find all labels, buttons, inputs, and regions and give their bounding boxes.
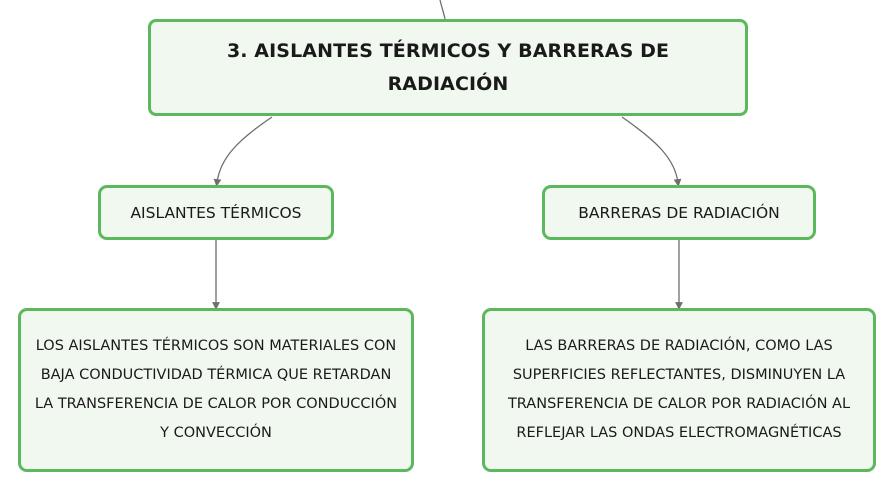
connector-parent-to-main xyxy=(439,0,446,20)
connector-main-to-aislantes xyxy=(213,116,273,187)
connector-main-to-barreras xyxy=(621,116,682,187)
aislantes-termicos-label: AISLANTES TÉRMICOS xyxy=(130,203,302,222)
barreras-description-text: LAS BARRERAS DE RADIACIÓN, COMO LAS SUPE… xyxy=(507,338,851,441)
main-topic-label: 3. AISLANTES TÉRMICOS Y BARRERAS DE RADI… xyxy=(226,39,670,95)
barreras-description-node[interactable]: LAS BARRERAS DE RADIACIÓN, COMO LAS SUPE… xyxy=(482,308,876,472)
barreras-radiacion-label: BARRERAS DE RADIACIÓN xyxy=(578,203,780,222)
main-topic-node[interactable]: 3. AISLANTES TÉRMICOS Y BARRERAS DE RADI… xyxy=(148,19,748,116)
aislantes-termicos-node[interactable]: AISLANTES TÉRMICOS xyxy=(98,185,334,240)
aislantes-description-node[interactable]: LOS AISLANTES TÉRMICOS SON MATERIALES CO… xyxy=(18,308,414,472)
barreras-radiacion-node[interactable]: BARRERAS DE RADIACIÓN xyxy=(542,185,816,240)
aislantes-description-text: LOS AISLANTES TÉRMICOS SON MATERIALES CO… xyxy=(34,338,398,441)
